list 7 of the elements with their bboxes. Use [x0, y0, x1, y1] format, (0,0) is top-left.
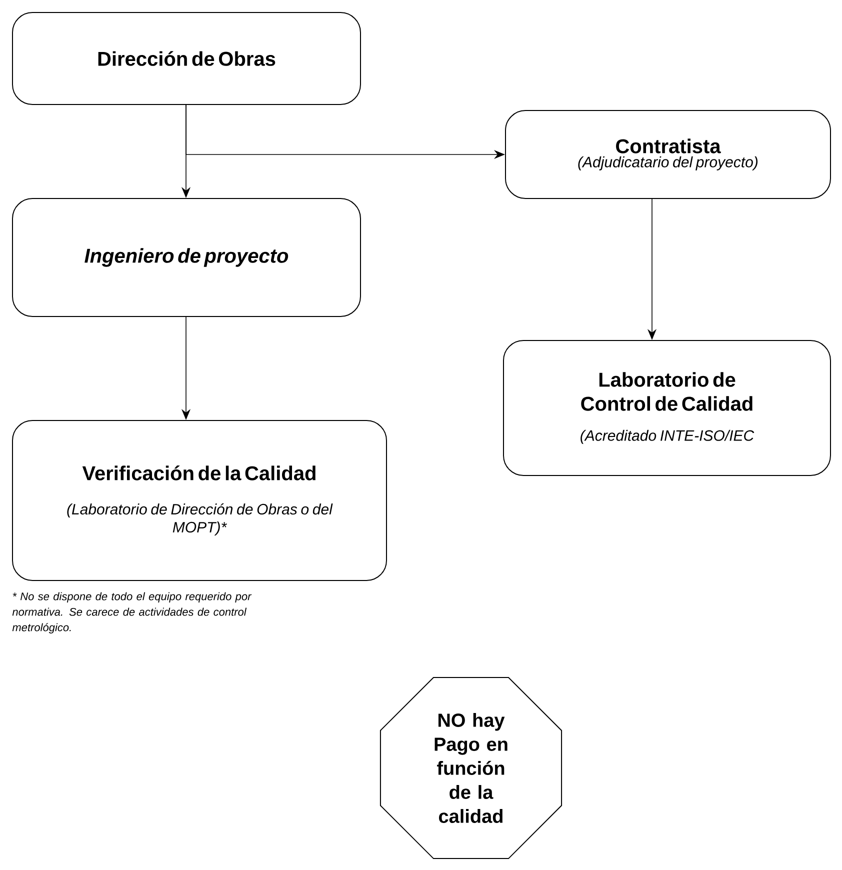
- process-box: Laboratorio de Control de Calidad (Acreditado INTE-ISO/IEC: [503, 340, 831, 476]
- footnote-text: * No se dispone de todo el equipo requerido por normativa. Se carece de actividades de control metrológico.: [12, 592, 252, 634]
- process-box: Ingeniero de proyecto: [12, 198, 361, 317]
- process-box: Dirección de Obras: [12, 12, 361, 105]
- process-box: Verificación de la Calidad (Laboratorio de Dirección de Obras o del MOPT)*: [12, 420, 387, 581]
- stop-octagon: NO hay Pago en función de la calidad: [380, 676, 562, 860]
- process-box: Contratista (Adjudicatario del proyecto): [505, 110, 831, 199]
